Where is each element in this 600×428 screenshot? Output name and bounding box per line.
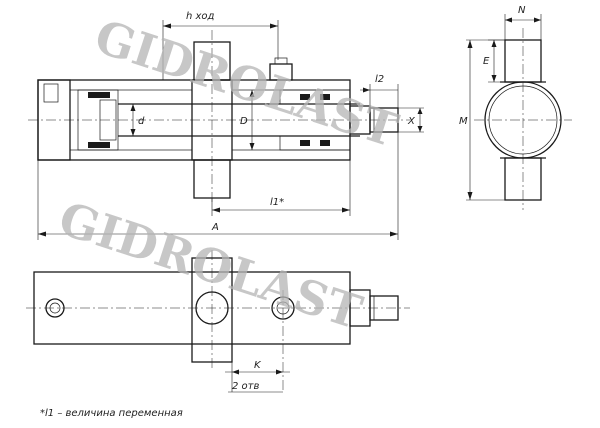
footnote: *l1 – величина переменная [40,408,183,419]
l2-label: l2 [375,74,384,85]
gland-top [279,89,351,105]
X-dimension: X [398,107,424,133]
E-dimension: E [483,39,505,83]
l2-dimension: l2 [360,74,399,108]
K-label: K [254,360,262,371]
holes-label: 2 отв [232,381,259,392]
l1-label: l1* [270,197,284,208]
d-label: d [138,116,145,127]
stroke-dimension: h ход [162,11,279,80]
X-label: X [407,116,416,127]
gland-bottom [279,135,351,151]
D-label: D [240,116,248,127]
A-label: A [211,222,219,233]
l1-dimension: l1* [211,160,351,216]
M-dimension: M [459,39,505,201]
stroke-label: h ход [186,11,215,22]
end-view [474,28,572,210]
A-dimension: A [37,132,399,240]
E-label: E [483,56,490,67]
side-view [28,30,410,205]
K-dimension: K 2 отв [225,360,290,393]
M-label: M [459,116,468,127]
top-view [26,250,410,392]
N-label: N [518,5,526,16]
d-dimension: d [130,104,145,136]
watermark-bottom: GIDROLAST [53,191,369,340]
D-dimension: D [240,90,255,150]
N-dimension: N [504,5,542,40]
